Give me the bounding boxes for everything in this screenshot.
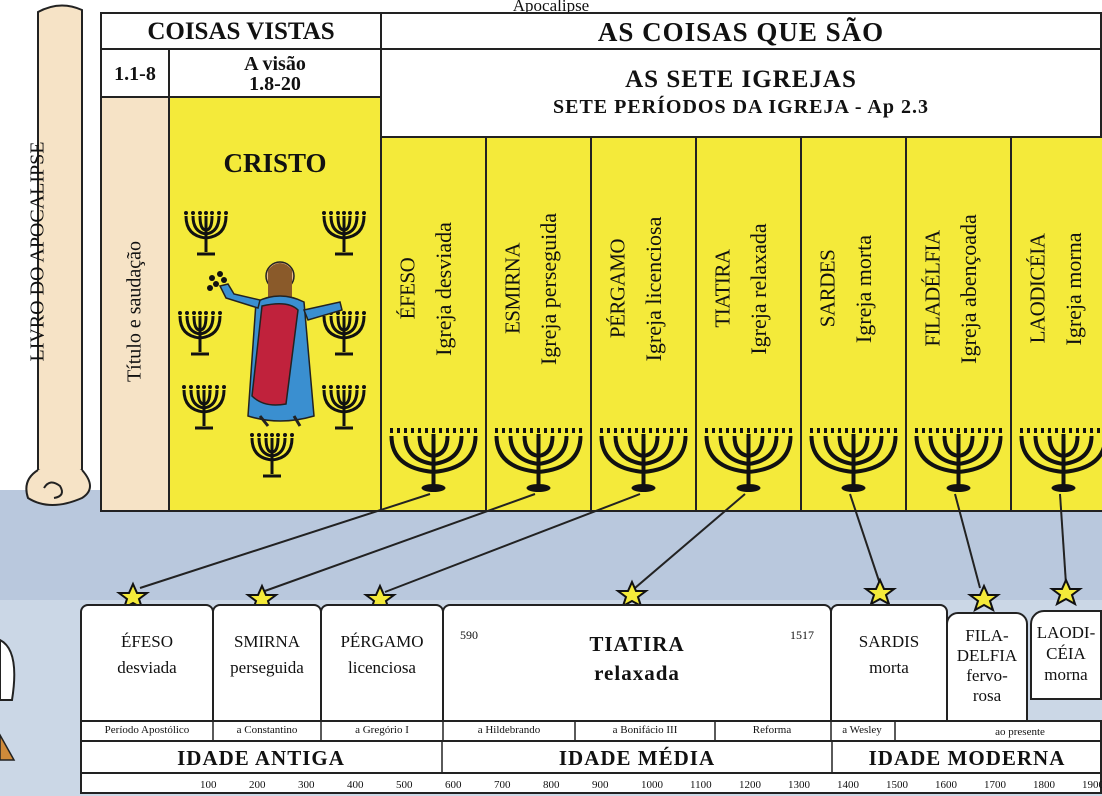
year-tick-label: 800: [543, 779, 560, 791]
period-reforma: Reforma: [752, 724, 792, 736]
year-tick-label: 700: [494, 779, 511, 791]
year-tick-label: 500: [396, 779, 413, 791]
lower-filadelfia: FILA- DELFIA fervo- rosa: [946, 612, 1028, 722]
period-dividers: [212, 720, 896, 742]
lower-pergamo: PÉRGAMO licenciosa: [320, 604, 444, 722]
year-tick-label: 300: [298, 779, 315, 791]
visao-label: A visão: [244, 53, 306, 75]
tiatira-end-year: 1517: [790, 628, 814, 642]
age-antiga: IDADE ANTIGA: [177, 746, 345, 770]
period-apostolico: Período Apostólico: [104, 724, 190, 736]
page-title: Apocalipse: [512, 0, 590, 15]
year-tick-label: 1000: [641, 779, 663, 791]
sete-igrejas-box: AS SETE IGREJAS SETE PERÍODOS DA IGREJA …: [380, 48, 1102, 138]
lower-laodiceia-line3: morna: [1044, 665, 1088, 684]
visao-box: A visão 1.8-20: [168, 48, 382, 98]
year-tick-label: 1300: [788, 779, 810, 791]
visao-ref: 1.8-20: [249, 73, 301, 95]
lower-sardis-desc: morta: [869, 658, 909, 677]
lower-smirna-name: SMIRNA: [233, 632, 301, 651]
year-tick-label: 100: [200, 779, 217, 791]
star-sardis-icon: [863, 577, 897, 607]
lower-smirna: SMIRNA perseguida: [212, 604, 322, 722]
lampstand-icon: [914, 428, 1003, 492]
lower-filadelfia-line4: rosa: [972, 686, 1002, 705]
lampstand-icon: [389, 428, 478, 492]
scroll-icon: [25, 4, 91, 506]
titulo-saudacao-column: [100, 96, 170, 512]
star-efeso-icon: [116, 581, 150, 611]
period-gregorio: a Gregório I: [355, 724, 409, 736]
year-tick-label: 1800: [1033, 779, 1055, 791]
lampstand-icon: [599, 428, 688, 492]
age-dividers: [441, 740, 833, 774]
lampstand-icon: [704, 428, 793, 492]
lampstand-icon: [494, 428, 583, 492]
lower-laodiceia: LAODI- CÉIA morna: [1030, 610, 1102, 700]
star-tiatira-icon: [615, 579, 649, 609]
period-bonifacio: a Bonifácio III: [612, 724, 678, 736]
year-tick-label: 600: [445, 779, 462, 791]
lower-filadelfia-line3: fervo-: [966, 666, 1008, 685]
period-constantino: a Constantino: [236, 724, 298, 736]
lower-efeso: ÉFESO desviada: [80, 604, 214, 722]
sete-periodos-subtitle: SETE PERÍODOS DA IGREJA - Ap 2.3: [553, 96, 929, 118]
age-media: IDADE MÉDIA: [558, 746, 716, 770]
year-tick-label: 1400: [837, 779, 859, 791]
star-laodiceia-icon: [1049, 577, 1083, 607]
year-tick-label: 200: [249, 779, 266, 791]
year-tick-label: 1100: [690, 779, 712, 791]
year-tick-label: 900: [592, 779, 609, 791]
year-tick-label: 1200: [739, 779, 761, 791]
period-wesley: a Wesley: [842, 724, 882, 736]
lower-tiatira: 590 1517 TIATIRA relaxada: [442, 604, 832, 722]
sete-igrejas-title: AS SETE IGREJAS: [625, 66, 857, 93]
tiatira-start-year: 590: [460, 628, 478, 642]
lower-laodiceia-line1: LAODI-: [1036, 623, 1096, 642]
years-row: [80, 772, 1102, 794]
year-tick-label: 400: [347, 779, 364, 791]
lower-sardis: SARDIS morta: [830, 604, 948, 722]
period-presente: ao presente: [995, 726, 1045, 738]
lampstand-icon: [1019, 428, 1102, 492]
lower-sardis-name: SARDIS: [858, 632, 920, 651]
lower-tiatira-name: TIATIRA: [589, 632, 685, 656]
year-tick-label: 1600: [935, 779, 957, 791]
lower-laodiceia-line2: CÉIA: [1046, 644, 1086, 663]
lower-filadelfia-line1: FILA-: [965, 626, 1009, 645]
lower-efeso-desc: desviada: [117, 658, 177, 677]
star-filadelfia-icon: [967, 583, 1001, 613]
christ-figure: [176, 209, 368, 478]
cristo-label: CRISTO: [223, 148, 327, 178]
lampstand-icon: [809, 428, 898, 492]
lower-filadelfia-line2: DELFIA: [956, 646, 1018, 665]
year-tick-label: 1500: [886, 779, 908, 791]
age-moderna: IDADE MODERNA: [868, 746, 1066, 770]
lower-pergamo-name: PÉRGAMO: [340, 632, 424, 651]
lower-pergamo-desc: licenciosa: [348, 658, 416, 677]
lower-smirna-desc: perseguida: [230, 658, 304, 677]
year-tick-label: 1900: [1082, 779, 1102, 791]
ages-row: [80, 740, 1102, 774]
year-tick-label: 1700: [984, 779, 1006, 791]
lower-efeso-name: ÉFESO: [121, 632, 173, 651]
lower-tiatira-desc: relaxada: [594, 661, 680, 685]
coisas-que-sao-header: AS COISAS QUE SÃO: [380, 12, 1102, 50]
period-hildebrando: a Hildebrando: [477, 724, 541, 736]
